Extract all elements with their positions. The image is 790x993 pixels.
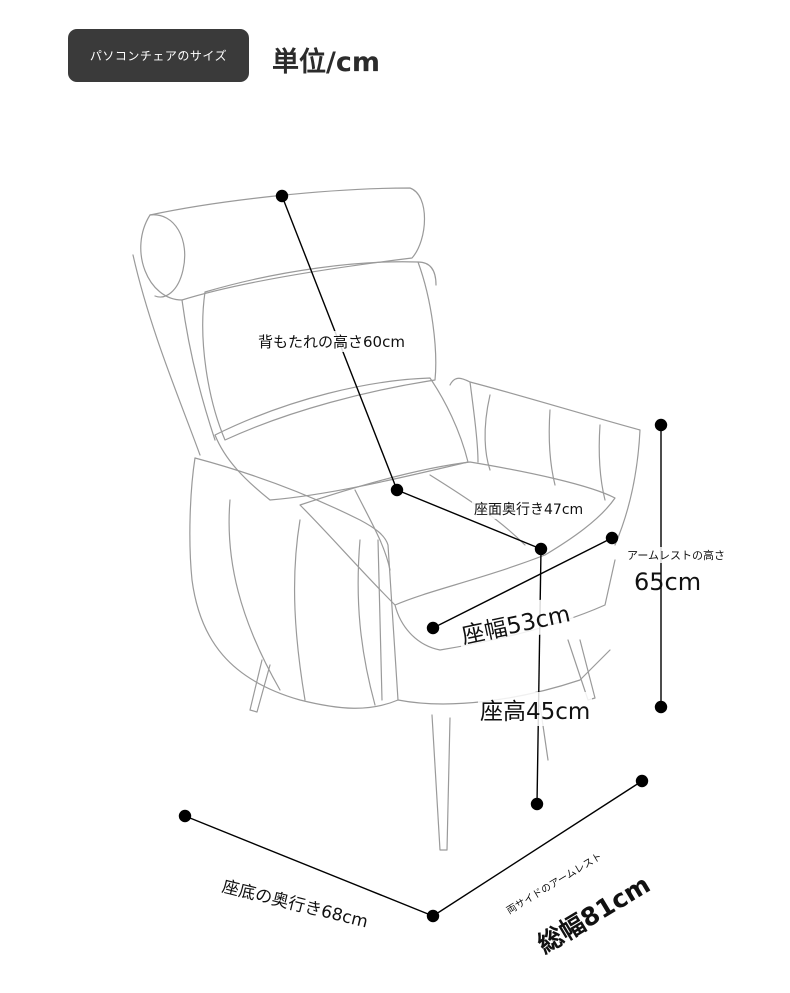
seat-width-left-dot xyxy=(426,621,440,635)
unit-label: 単位/cm xyxy=(272,47,380,78)
armrest-bottom-dot xyxy=(654,700,668,714)
armrest-height-caption: アームレストの高さ xyxy=(627,547,726,563)
seat-width-line xyxy=(432,537,613,629)
seat-height-end-dot xyxy=(530,797,544,811)
chair-sketch xyxy=(132,187,641,851)
outer-depth-line xyxy=(184,815,434,917)
total-width-end-dot xyxy=(635,774,649,788)
armrest-height-value: 65cm xyxy=(634,568,702,596)
seat-height-label: 座高45cm xyxy=(478,692,593,726)
seat-width-right-dot xyxy=(605,531,619,545)
title-badge: パソコンチェアのサイズ xyxy=(68,29,249,82)
dimension-lines xyxy=(178,189,668,923)
outer-depth-left-dot xyxy=(178,809,192,823)
seat-depth-label: 座面奥行き47cm xyxy=(472,499,586,519)
seat-height-line xyxy=(536,548,542,805)
backrest-height-label: 背もたれの高さ60cm xyxy=(256,331,407,352)
seat-depth-line xyxy=(396,489,542,550)
backrest-top-dot xyxy=(275,189,289,203)
total-width-line xyxy=(432,780,643,917)
armrest-top-dot xyxy=(654,418,668,432)
